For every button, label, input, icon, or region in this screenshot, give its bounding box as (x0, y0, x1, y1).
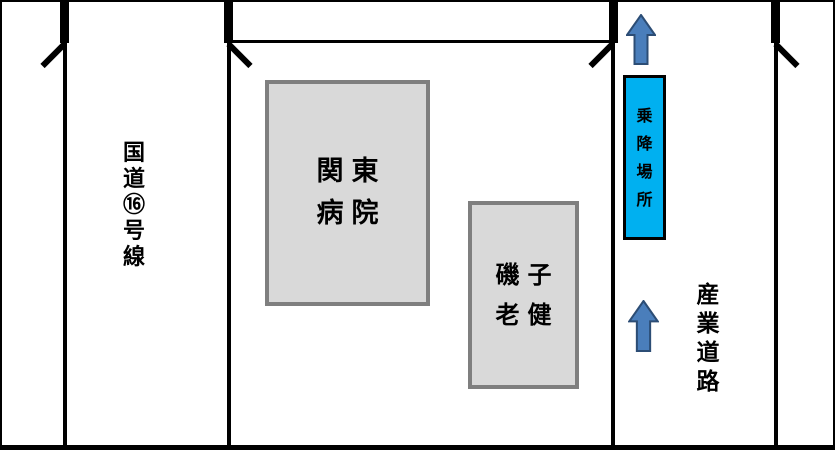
up-arrow-icon (628, 300, 659, 352)
route16-road-line (63, 43, 67, 445)
route16-label: 国 道 ⑯ 号 線 (122, 141, 145, 270)
block-left-road-line-top (224, 2, 233, 43)
boarding-area-box: 乗 降 場 所 (623, 75, 666, 240)
boarding-area-label: 乗 降 場 所 (636, 105, 653, 209)
route16-road-line-top (60, 2, 69, 43)
isogo-roken-building: 磯子 老健 (468, 201, 579, 389)
sangyo-road-left-line (611, 43, 615, 445)
block-top-boundary-line (227, 40, 613, 43)
up-arrow-shape (628, 300, 659, 352)
isogo-roken-label: 磯子 老健 (495, 261, 560, 329)
up-arrow-icon (626, 14, 656, 65)
sangyo-road-left-line-top (609, 2, 618, 43)
sangyo-road-right-line (774, 43, 778, 445)
kanto-hospital-label: 関東 病院 (316, 156, 387, 229)
sangyo-road-right-line-top (771, 2, 780, 43)
kanto-hospital-building: 関東 病院 (265, 80, 430, 306)
block-left-road-line (227, 43, 231, 445)
up-arrow-shape (626, 14, 656, 65)
sangyo-road-label: 産 業 道 路 (696, 282, 720, 395)
